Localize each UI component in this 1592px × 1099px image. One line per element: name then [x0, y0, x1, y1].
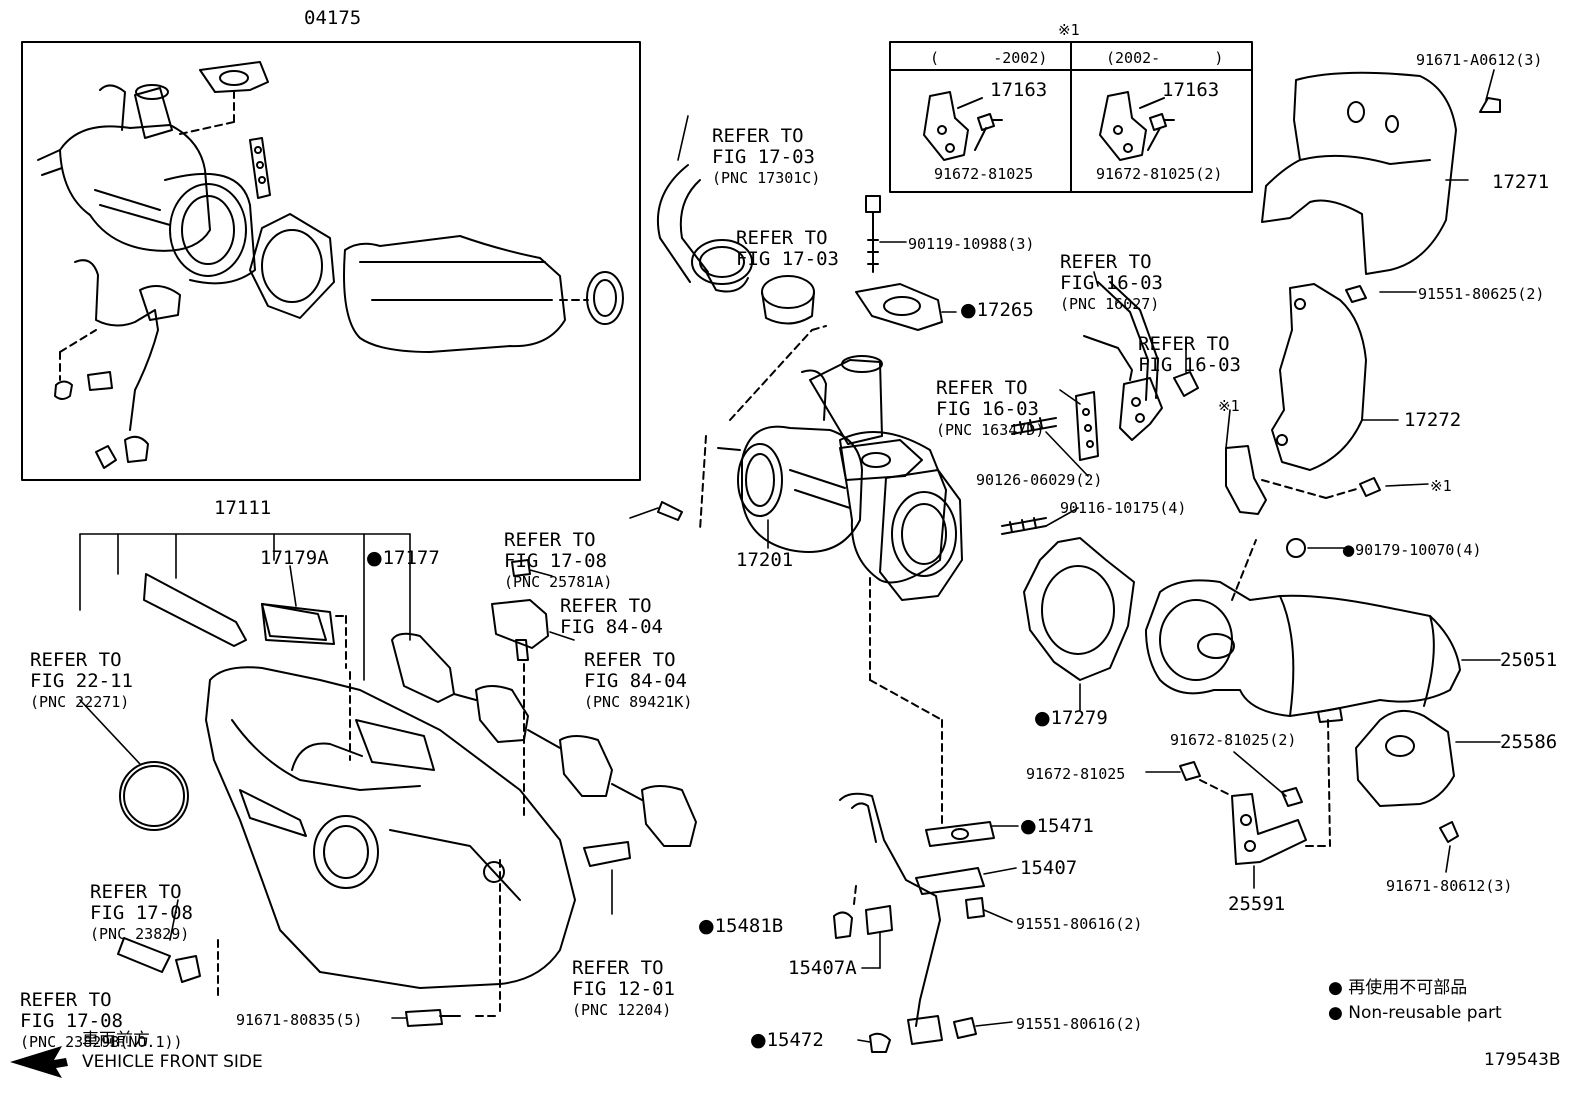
vehicle-front-jp: 車両前方: [82, 1030, 150, 1050]
leader-lines: [79, 69, 1501, 1043]
assembly-dashes: [59, 91, 589, 381]
studs-drawing: [657, 417, 1057, 535]
vehicle-front-arrow: [10, 1046, 68, 1078]
converter-25051-drawing: [1145, 538, 1461, 723]
part-17111[interactable]: 17111: [214, 497, 272, 519]
vehicle-front-en: VEHICLE FRONT SIDE: [82, 1052, 263, 1072]
insulator-dashes: [1261, 479, 1361, 499]
converter-dashes: [1199, 539, 1331, 847]
note-table-mark: ※1: [1058, 21, 1080, 39]
mark-x1-bracket: ※1: [1218, 397, 1240, 415]
gasket-17179A-drawing: [261, 603, 335, 645]
bolt-91551-80616-b[interactable]: 91551-80616(2): [1016, 1015, 1143, 1033]
part-15471[interactable]: 15471: [1020, 816, 1094, 837]
bolt-91672-81025-2[interactable]: 91672-81025(2): [1170, 731, 1297, 749]
ring-22271-drawing: [119, 761, 189, 831]
mark-x1-bolt: ※1: [1430, 477, 1452, 495]
hose-23829-drawing: [117, 937, 171, 973]
legend: ● 再使用不可部品 ● Non-reusable part: [1328, 976, 1502, 1026]
bolt-91671-80612[interactable]: 91671-80612(3): [1386, 877, 1513, 895]
gasket-17265-drawing: [855, 195, 943, 331]
bracket-25591-drawing: [1179, 761, 1307, 865]
ring-22271-inner: [123, 765, 185, 827]
part-25051[interactable]: 25051: [1500, 649, 1558, 671]
legend-jp: 再使用不可部品: [1348, 978, 1468, 998]
note-right-part[interactable]: 17163: [1162, 79, 1220, 101]
part-17271[interactable]: 17271: [1492, 171, 1550, 193]
intake-hose-drawings: [656, 164, 815, 325]
part-17177[interactable]: 17177: [366, 548, 440, 569]
turbocharger-17201-drawing: [717, 355, 963, 601]
assembly-04175-frame: [21, 41, 641, 481]
legend-en-row: ● Non-reusable part: [1328, 1001, 1502, 1026]
bolt-90119[interactable]: 90119-10988(3): [908, 235, 1035, 253]
gasket-17177-drawing: [391, 632, 697, 847]
note-table-col-left: ( -2002): [930, 49, 1048, 67]
part-25586[interactable]: 25586: [1500, 731, 1558, 753]
legend-jp-row: ● 再使用不可部品: [1328, 976, 1502, 1001]
part-17272[interactable]: 17272: [1404, 409, 1462, 431]
part-15472[interactable]: 15472: [750, 1030, 824, 1051]
assembly-dashes-middle: [217, 325, 943, 1017]
bolt-90126[interactable]: 90126-06029(2): [976, 471, 1103, 489]
part-17279[interactable]: 17279: [1034, 708, 1108, 729]
note-table-col-right: (2002- ): [1106, 49, 1224, 67]
bolt-91671-A0612[interactable]: 91671-A0612(3): [1416, 51, 1543, 69]
insulator-25586-drawing: [1355, 709, 1459, 843]
note-bracket-drawings: [923, 91, 1175, 161]
turbo-subassembly-drawing: [37, 61, 624, 469]
note-left-bolt[interactable]: 91672-81025: [934, 165, 1034, 183]
bolt-90179[interactable]: 90179-10070(4): [1342, 540, 1481, 561]
sensor-drawing: [491, 559, 549, 661]
bolt-91551-80625[interactable]: 91551-80625(2): [1418, 285, 1545, 303]
part-17179A[interactable]: 17179A: [260, 547, 329, 569]
oil-pipe-15407-drawing: [833, 792, 995, 1053]
manifold-17111-drawing: [143, 573, 631, 1027]
part-15407[interactable]: 15407: [1020, 857, 1078, 879]
legend-en: Non-reusable part: [1348, 1003, 1502, 1023]
bolt-91671-80835[interactable]: 91671-80835(5): [236, 1011, 363, 1029]
bolt-91672-81025[interactable]: 91672-81025: [1026, 765, 1126, 783]
part-17265[interactable]: 17265: [960, 300, 1034, 321]
heat-insulator-drawing: [1225, 71, 1501, 515]
part-04175[interactable]: 04175: [304, 7, 362, 29]
part-15407A[interactable]: 15407A: [788, 957, 857, 979]
gasket-17279-drawing: [1023, 537, 1135, 681]
legend-bullet-en: ●: [1328, 1003, 1343, 1023]
gasket-17279-hole: [1041, 565, 1115, 655]
legend-bullet-jp: ●: [1328, 978, 1343, 998]
figure-code: 179543B: [1484, 1050, 1561, 1070]
part-15481B[interactable]: 15481B: [698, 916, 784, 937]
bolt-91551-80616-a[interactable]: 91551-80616(2): [1016, 915, 1143, 933]
oil-line-drawing: [1075, 281, 1199, 461]
note-right-bolt[interactable]: 91672-81025(2): [1096, 165, 1223, 183]
bolt-90116[interactable]: 90116-10175(4): [1060, 499, 1187, 517]
part-25591[interactable]: 25591: [1228, 893, 1286, 915]
part-17201[interactable]: 17201: [736, 549, 794, 571]
note-left-part[interactable]: 17163: [990, 79, 1048, 101]
clamp-23829B-drawing: [175, 955, 201, 983]
